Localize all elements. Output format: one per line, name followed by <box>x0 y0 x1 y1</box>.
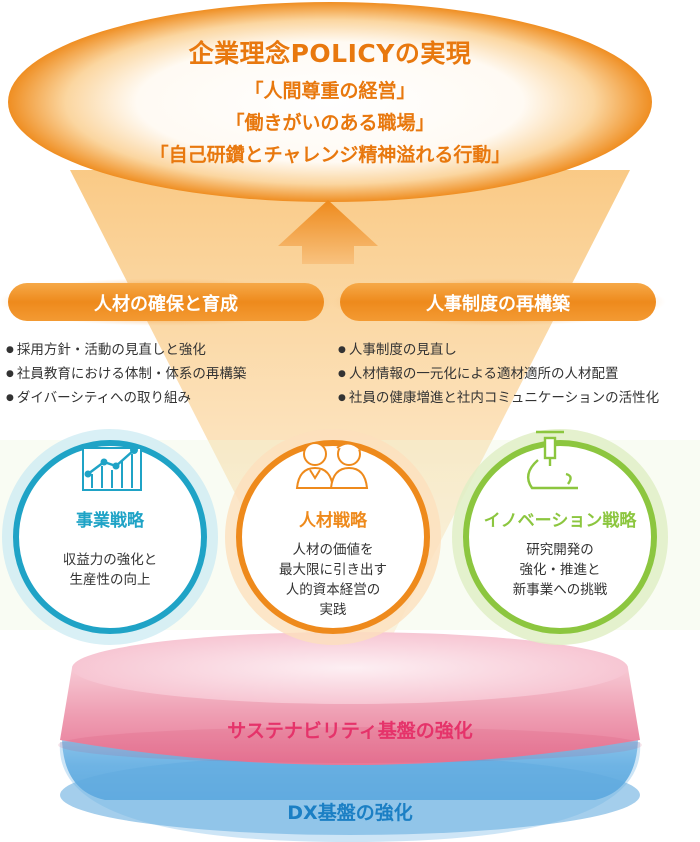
chart-icon <box>82 446 142 491</box>
list-item: 人事制度の見直し <box>338 339 659 363</box>
innovation-strategy-title: イノベーション戦略 <box>483 511 637 531</box>
left-pillar-pill <box>8 283 324 321</box>
desc-line: 新事業への挑戦 <box>512 582 608 598</box>
people-icon <box>295 442 369 489</box>
desc-line: 強化・推進と <box>519 562 601 578</box>
desc-line: 最大限に引き出す <box>279 562 387 578</box>
innovation-strategy-circle <box>463 440 657 634</box>
talent-strategy-circle <box>236 440 430 634</box>
right-pillar-list: 人事制度の見直し 人材情報の一元化による適材適所の人材配置 社員の健康増進と社内… <box>338 339 659 411</box>
policy-line-1: 「人間尊重の経営」 <box>244 80 416 102</box>
policy-ellipse <box>8 2 652 202</box>
right-pillar-title: 人事制度の再構築 <box>426 294 570 315</box>
business-strategy-desc: 収益力の強化と 生産性の向上 <box>20 550 200 590</box>
dx-label: DX基盤の強化 <box>287 802 413 824</box>
list-item: 人材情報の一元化による適材適所の人材配置 <box>338 363 659 387</box>
sustainability-top <box>72 632 628 704</box>
left-pillar-list: 採用方針・活動の見直しと強化 社員教育における体制・体系の再構築 ダイバーシティ… <box>6 339 247 411</box>
desc-line: 人材の価値を <box>292 542 374 558</box>
desc-line: 研究開発の <box>526 542 594 558</box>
microscope-icon <box>526 430 578 490</box>
policy-line-2: 「働きがいのある職場」 <box>225 112 435 134</box>
policy-line-3: 「自己研鑽とチャレンジ精神溢れる行動」 <box>149 144 511 166</box>
left-pillar-title: 人材の確保と育成 <box>94 294 238 315</box>
talent-strategy-title: 人材戦略 <box>299 511 367 531</box>
desc-line: 収益力の強化と <box>62 552 158 568</box>
right-pillar-pill <box>340 283 656 321</box>
list-item: ダイバーシティへの取り組み <box>6 387 246 411</box>
talent-strategy-desc: 人材の価値を 最大限に引き出す 人的資本経営の 実践 <box>243 540 423 620</box>
policy-title: 企業理念POLICYの実現 <box>188 39 472 68</box>
up-arrow-icon <box>278 200 378 264</box>
desc-line: 実践 <box>319 602 347 618</box>
desc-line: 人的資本経営の <box>285 582 381 598</box>
business-strategy-circle <box>13 440 207 634</box>
list-item: 採用方針・活動の見直しと強化 <box>6 339 246 363</box>
list-item: 社員の健康増進と社内コミュニケーションの活性化 <box>338 387 659 411</box>
business-strategy-title: 事業戦略 <box>76 511 144 531</box>
innovation-strategy-desc: 研究開発の 強化・推進と 新事業への挑戦 <box>470 540 650 600</box>
desc-line: 生産性の向上 <box>69 572 151 588</box>
sustainability-label: サステナビリティ基盤の強化 <box>227 720 473 742</box>
list-item: 社員教育における体制・体系の再構築 <box>6 363 247 387</box>
